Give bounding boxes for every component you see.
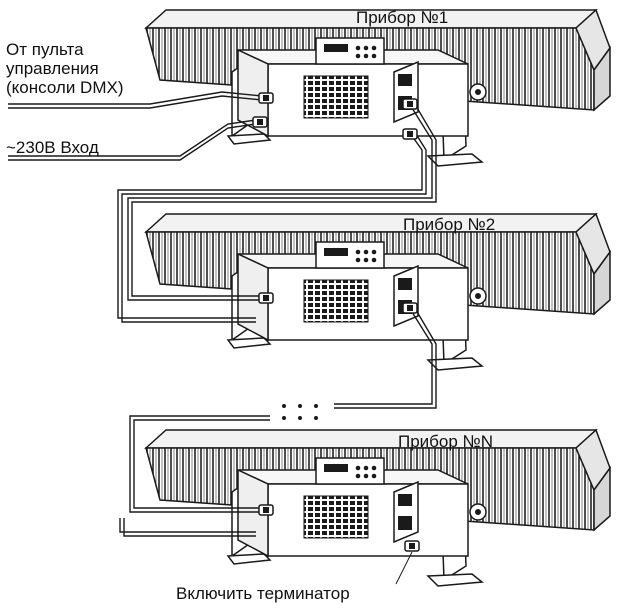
power-input-label: ~230В Вход: [6, 138, 99, 157]
dmx-link-2-onward: [334, 309, 437, 409]
dmx-out-2-connector-icon: [402, 302, 418, 314]
dmx-source-label-line-1: От пульта: [6, 40, 84, 59]
dmx-in-2-connector-icon: [258, 292, 274, 304]
dmx-link-to-n: [129, 415, 270, 513]
fixture-2-drawing: [145, 213, 611, 371]
device-n-title: Прибор №N: [398, 432, 494, 451]
device-2-title: Прибор №2: [403, 215, 496, 234]
fixture-1-drawing: [145, 9, 611, 167]
terminator-label: Включить терминатор: [176, 584, 350, 603]
dmx-input-cable: [8, 91, 263, 109]
dmx-source-label-line-3: (консоли DMX): [6, 78, 124, 97]
ellipsis-dots-icon: [282, 404, 318, 420]
terminator-port-connector-icon: [404, 540, 420, 552]
device-1-title: Прибор №1: [356, 8, 449, 27]
power-out-1-connector-icon: [402, 128, 418, 140]
dmx-out-1-connector-icon: [402, 98, 418, 110]
dmx-link-1-to-2: [127, 105, 437, 301]
dmx-input-connector-icon: [258, 92, 274, 104]
power-input-cable: [8, 119, 257, 161]
dmx-source-label-line-2: управления: [6, 59, 99, 78]
power-link-1-to-2: [117, 133, 427, 323]
dmx-in-n-connector-icon: [258, 504, 274, 516]
dmx-source-label: От пульта управления (консоли DMX): [6, 40, 123, 97]
power-link-to-n: [119, 518, 256, 537]
terminator-leader-line: [395, 551, 413, 585]
power-input-connector-icon: [252, 116, 268, 128]
